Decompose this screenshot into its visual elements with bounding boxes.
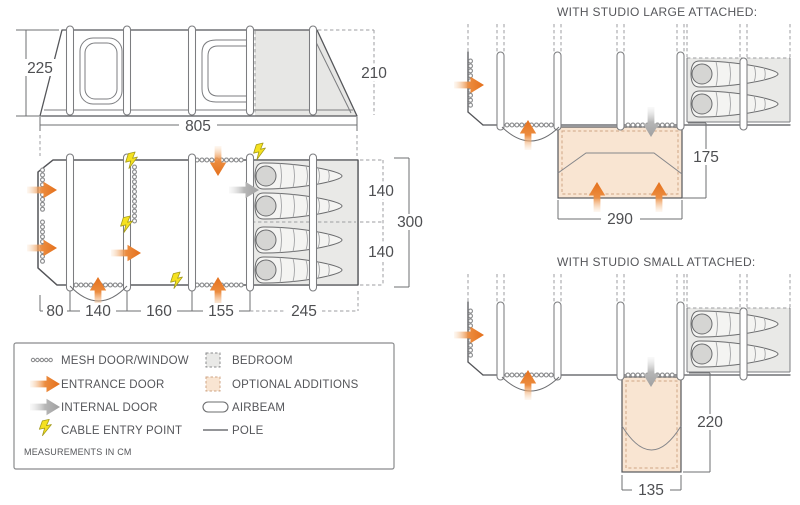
- legend-label: POLE: [232, 425, 264, 437]
- dim-right-sections: 140 140 300: [360, 157, 428, 288]
- floorplan-view: 80 140 160 155 245 140 140 300: [27, 142, 428, 320]
- airbeam-poles: [496, 301, 748, 381]
- dim-label-bg: [141, 303, 177, 319]
- floorplan-depth-label: 300: [397, 214, 423, 231]
- studio-large-view: WITH STUDIO LARGE ATTACHED:: [454, 5, 791, 228]
- floorplan-dim-label: 155: [208, 303, 234, 320]
- bedroom-swatch: [205, 352, 221, 368]
- floorplan-dim-label: 245: [291, 303, 317, 320]
- cut-wall-dashes: [467, 24, 791, 58]
- dim-label-bg: [692, 414, 729, 430]
- floorplan-dim-label: 140: [368, 183, 394, 200]
- dim-height-left: 225: [16, 29, 59, 117]
- dim-studio-small-width: 135: [621, 475, 682, 499]
- elevation-airbeam-poles: [65, 25, 318, 116]
- dim-height-right: 210: [356, 64, 392, 82]
- dim-label-bg: [392, 214, 428, 230]
- elevation-height-left-label: 225: [27, 60, 53, 77]
- optional-additions-swatch: [205, 376, 221, 392]
- floorplan-dim-label: 80: [46, 303, 64, 320]
- studio-large-title: WITH STUDIO LARGE ATTACHED:: [557, 5, 757, 19]
- floorplan-dim-label: 160: [146, 303, 172, 320]
- floorplan-dim-label: 140: [368, 244, 394, 261]
- bedroom-area: [686, 57, 791, 123]
- legend-item-optional: OPTIONAL ADDITIONS: [205, 376, 359, 392]
- studio-small-extension: [621, 376, 682, 473]
- legend: MESH DOOR/WINDOW ENTRANCE DOOR INTERNAL …: [13, 342, 395, 470]
- legend-label: CABLE ENTRY POINT: [61, 425, 182, 437]
- studio-large-width-label: 290: [607, 211, 633, 228]
- studio-small-width-label: 135: [638, 482, 664, 499]
- studio-small-depth-label: 220: [697, 414, 723, 431]
- legend-item-airbeam: AIRBEAM: [202, 401, 285, 414]
- dim-label-bg: [286, 303, 322, 319]
- floorplan-dim-label: 140: [85, 303, 111, 320]
- dim-studio-small-depth: 220: [683, 372, 729, 473]
- dim-label-bg: [688, 149, 724, 165]
- dim-label-bg: [601, 211, 640, 227]
- dim-label-bg: [364, 183, 398, 199]
- studio-small-title: WITH STUDIO SMALL ATTACHED:: [557, 255, 756, 269]
- dim-label-bg: [364, 244, 398, 260]
- legend-label: MESH DOOR/WINDOW: [61, 355, 189, 367]
- dim-studio-large-width: 290: [557, 200, 683, 228]
- legend-label: ENTRANCE DOOR: [61, 379, 165, 391]
- dim-label-bg: [80, 303, 116, 319]
- studio-small-view: WITH STUDIO SMALL ATTACHED:: [454, 255, 791, 499]
- legend-item-pole: POLE: [203, 425, 264, 437]
- legend-item-cable: CABLE ENTRY POINT: [37, 418, 182, 437]
- dim-label-bg: [23, 59, 56, 76]
- dim-label-bg: [356, 64, 392, 81]
- legend-item-entrance: ENTRANCE DOOR: [30, 375, 165, 393]
- elevation-slope-inner-line: [311, 33, 352, 114]
- dim-label-bg: [632, 482, 670, 498]
- elevation-shaded-section: [255, 30, 357, 116]
- airbeam-icon: [202, 401, 229, 413]
- bedroom-area: [686, 307, 791, 373]
- dim-length: 805: [39, 117, 358, 156]
- floorplan-outline-stroke: [37, 159, 359, 286]
- airbeam-poles: [496, 51, 748, 131]
- cable-entry-point-icon: [168, 271, 186, 290]
- legend-label: BEDROOM: [232, 355, 293, 367]
- dim-studio-large-depth: 175: [682, 122, 724, 199]
- legend-note: MEASUREMENTS IN CM: [24, 447, 132, 457]
- legend-label: OPTIONAL ADDITIONS: [232, 379, 359, 391]
- studio-large-depth-label: 175: [693, 149, 719, 166]
- legend-label: INTERNAL DOOR: [61, 402, 158, 414]
- elevation-view: 225 210 805: [16, 25, 392, 156]
- elevation-height-right-label: 210: [361, 65, 387, 82]
- dim-label-bg: [43, 303, 67, 319]
- elevation-window: [79, 37, 123, 105]
- cut-wall-dashes: [467, 274, 791, 308]
- cable-entry-point-icon: [251, 142, 269, 161]
- studio-large-extension: [557, 126, 683, 199]
- legend-item-internal: INTERNAL DOOR: [30, 398, 158, 416]
- legend-item-bedroom: BEDROOM: [205, 352, 293, 368]
- legend-item-mesh: MESH DOOR/WINDOW: [30, 355, 189, 367]
- elevation-door: [201, 39, 246, 103]
- dim-label-bg: [203, 303, 239, 319]
- dim-label-bg: [179, 117, 217, 134]
- elevation-length-label: 805: [185, 118, 211, 135]
- dim-bottom-sections: 80 140 160 155 245: [39, 291, 359, 320]
- legend-label: AIRBEAM: [232, 402, 285, 414]
